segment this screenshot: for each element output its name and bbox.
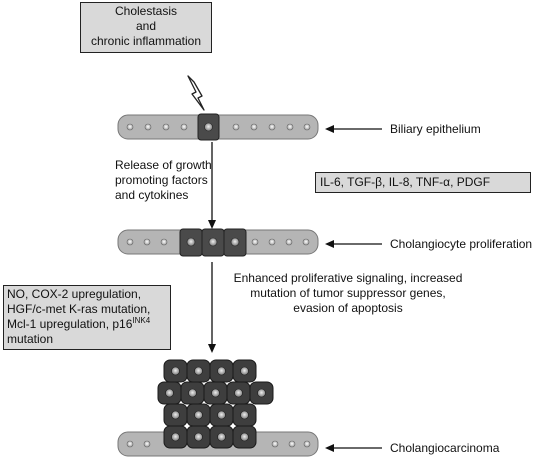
label-arrow-carcinoma (325, 444, 382, 452)
arrow-down-2 (208, 262, 216, 353)
proliferating-epithelium-layer (117, 228, 319, 257)
label-cholangiocarcinoma: Cholangiocarcinoma (390, 441, 500, 455)
step2-line-2: mutation of tumor suppressor genes, (250, 286, 446, 300)
biliary-epithelium-layer (117, 113, 319, 141)
cytokine-box: IL-6, TGF-β, IL-8, TNF-α, PDGF (315, 172, 531, 193)
growth-factor-release-text: Release of growth promoting factors and … (115, 158, 212, 203)
label-arrow-biliary (325, 125, 382, 133)
step2-line-1: Enhanced proliferative signaling, increa… (233, 271, 463, 285)
tumor-mass (117, 359, 319, 457)
lightning-bolt-icon (187, 75, 205, 111)
label-biliary-epithelium: Biliary epithelium (390, 122, 481, 136)
mutation-line-1: NO, COX-2 upregulation, (7, 287, 142, 301)
step1-line-1: Release of growth (115, 158, 212, 172)
arrow-down-1 (208, 142, 216, 229)
trigger-line-3: chronic inflammation (90, 34, 202, 48)
mutation-line-3: Mcl-1 upregulation, p16INK4 (7, 317, 170, 332)
mutation-line-3-text: Mcl-1 upregulation, p16 (7, 317, 133, 331)
step2-line-3: evasion of apoptosis (293, 301, 403, 315)
trigger-line-2: and (135, 19, 157, 33)
proliferative-signaling-text: Enhanced proliferative signaling, increa… (218, 271, 478, 316)
step1-line-3: and cytokines (115, 188, 189, 202)
mutation-line-2: HGF/c-met K-ras mutation, (7, 302, 151, 316)
mutation-box: NO, COX-2 upregulation, HGF/c-met K-ras … (3, 285, 171, 350)
trigger-box: Cholestasis and chronic inflammation (80, 2, 212, 53)
label-arrow-proliferation (325, 240, 382, 248)
trigger-line-1: Cholestasis (114, 4, 178, 18)
step1-line-2: promoting factors (115, 173, 208, 187)
label-cholangiocyte-proliferation: Cholangiocyte proliferation (390, 237, 533, 251)
ink4-superscript: INK4 (132, 316, 151, 325)
mutation-line-4: mutation (7, 332, 54, 346)
